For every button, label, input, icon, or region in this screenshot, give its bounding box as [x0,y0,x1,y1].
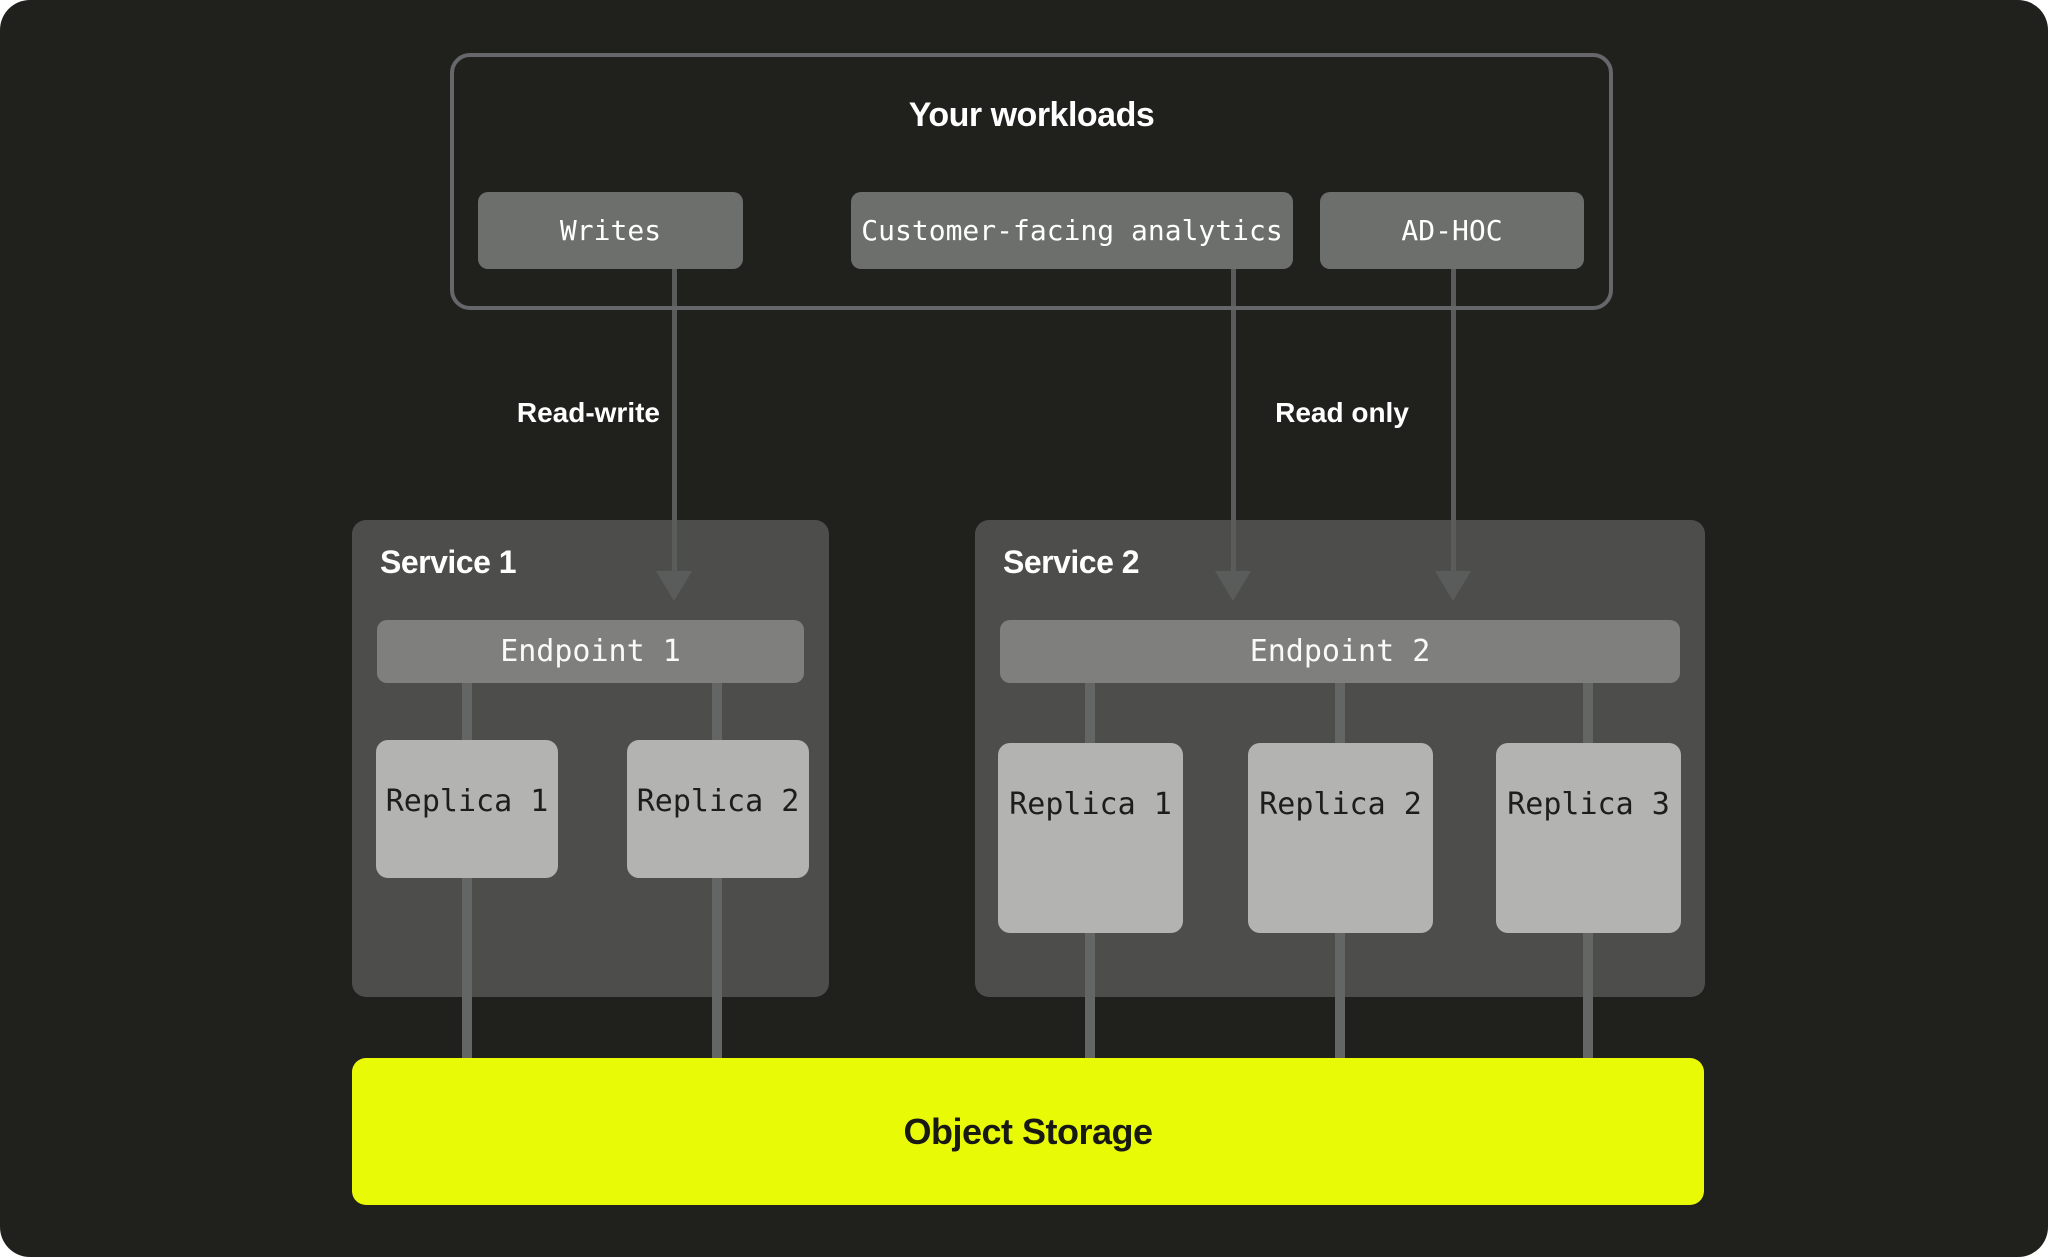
service-1-title: Service 1 [380,544,517,580]
adhoc-arrow-line [1451,269,1456,573]
service-2-replica-3: Replica 3 [1496,743,1681,933]
workloads-title: Your workloads [908,96,1155,134]
connector-line [462,997,472,1058]
analytics-arrow-line [1231,269,1236,573]
object-storage-label: Object Storage [903,1110,1153,1152]
service-1-replica-2: Replica 2 [627,740,809,878]
service-2-title: Service 2 [1003,544,1140,580]
service-2-replica-1: Replica 1 [998,743,1183,933]
connector-line [1583,997,1593,1058]
service-2-endpoint: Endpoint 2 [1000,620,1680,683]
workload-chip-writes: Writes [478,192,743,269]
read-write-label: Read-write [516,397,660,428]
service-2-replica-2: Replica 2 [1248,743,1433,933]
connector-line [712,997,722,1058]
object-storage-bar: Object Storage [352,1058,1704,1205]
writes-arrow-line [672,269,677,573]
workload-chip-ad-hoc: AD-HOC [1320,192,1584,269]
service-1-panel: Service 1 Endpoint 1 Replica 1 Replica 2 [352,520,829,997]
connector-line [1085,997,1095,1058]
service-2-panel: Service 2 Endpoint 2 Replica 1 Replica 2… [975,520,1705,997]
service-1-endpoint: Endpoint 1 [377,620,804,683]
connector-line [1335,997,1345,1058]
workloads-frame [450,53,1613,310]
service-1-replica-1: Replica 1 [376,740,558,878]
adhoc-arrow-head-icon [1435,571,1471,601]
writes-arrow-head-icon [656,571,692,601]
read-only-label: Read only [1275,397,1409,428]
analytics-arrow-head-icon [1215,571,1251,601]
workload-chip-customer-facing-analytics: Customer-facing analytics [851,192,1293,269]
